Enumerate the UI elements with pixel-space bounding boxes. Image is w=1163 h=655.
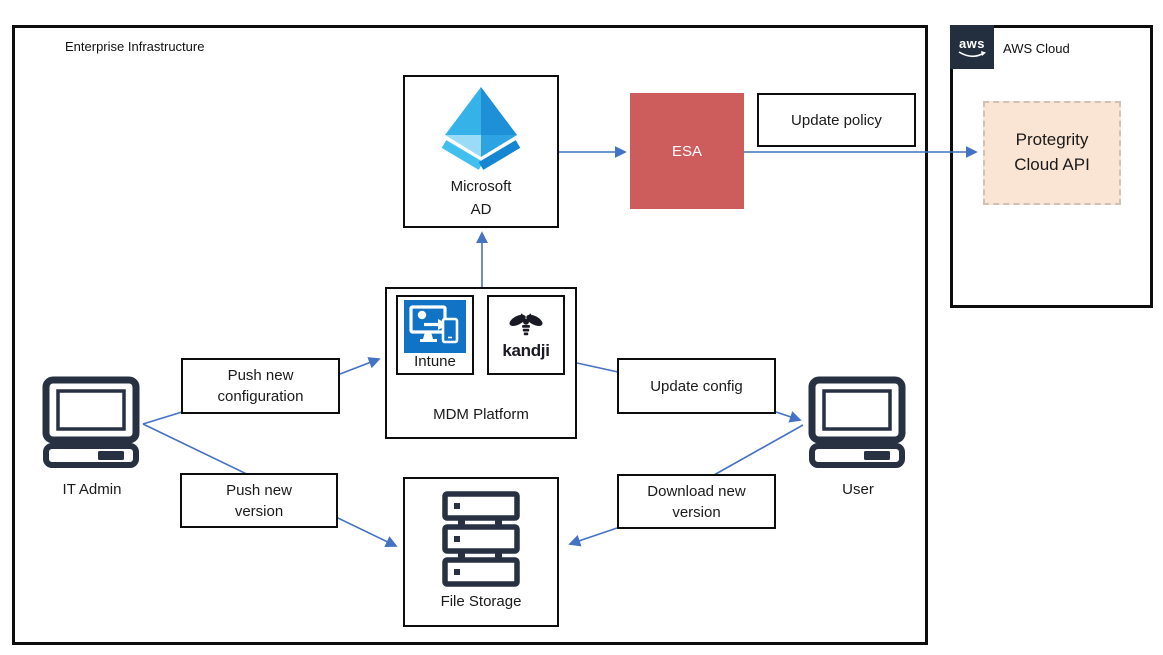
protegrity-label-line2: Cloud API bbox=[1014, 155, 1090, 174]
intune-node: Intune bbox=[396, 295, 474, 375]
microsoft-ad-node: Microsoft AD bbox=[403, 75, 559, 228]
push-new-version-label-box: Push new version bbox=[180, 473, 338, 528]
push-new-configuration-label-box: Push new configuration bbox=[181, 358, 340, 414]
aws-logo-text: aws bbox=[958, 35, 986, 51]
it-admin-label: IT Admin bbox=[62, 481, 122, 498]
esa-node: ESA bbox=[630, 93, 744, 209]
protegrity-cloud-api-node: Protegrity Cloud API bbox=[983, 101, 1121, 205]
update-config-label: Update config bbox=[650, 377, 743, 395]
download-version-line2: version bbox=[672, 503, 721, 521]
server-icon bbox=[442, 491, 520, 587]
user-label: User bbox=[842, 481, 874, 498]
kandji-bee-icon bbox=[509, 313, 543, 336]
push-version-line2: version bbox=[234, 502, 284, 520]
enterprise-label: Enterprise Infrastructure bbox=[65, 39, 205, 54]
protegrity-label-line1: Protegrity bbox=[1015, 130, 1089, 150]
update-policy-label-box: Update policy bbox=[757, 93, 916, 147]
file-storage-node: File Storage bbox=[403, 477, 559, 627]
aws-cloud-boundary: aws AWS Cloud Protegrity Cloud API bbox=[950, 25, 1153, 308]
download-version-line1: Download new bbox=[647, 482, 746, 500]
aws-cloud-label: AWS Cloud bbox=[1003, 41, 1070, 56]
push-version-line1: Push new bbox=[226, 481, 292, 499]
user-node bbox=[806, 376, 910, 473]
kandji-node: kandji bbox=[487, 295, 565, 375]
update-policy-label: Update policy bbox=[791, 111, 882, 129]
intune-label: Intune bbox=[414, 353, 456, 370]
computer-icon bbox=[808, 376, 906, 468]
kandji-label: kandji bbox=[502, 341, 550, 360]
esa-label: ESA bbox=[671, 142, 702, 160]
push-config-line2: configuration bbox=[217, 388, 304, 405]
mdm-platform-node: Intune kandji MDM Platform bbox=[385, 287, 577, 439]
update-config-label-box: Update config bbox=[617, 358, 776, 414]
microsoft-ad-label-line2: AD bbox=[470, 201, 492, 219]
aws-logo: aws bbox=[950, 25, 994, 69]
microsoft-ad-label-line1: Microsoft bbox=[450, 178, 512, 195]
aws-smile-icon bbox=[958, 50, 986, 57]
file-storage-label: File Storage bbox=[440, 593, 522, 610]
it-admin-node bbox=[40, 376, 144, 473]
intune-icon bbox=[404, 300, 466, 353]
computer-icon bbox=[42, 376, 140, 468]
mdm-platform-label: MDM Platform bbox=[433, 406, 529, 423]
download-new-version-label-box: Download new version bbox=[617, 474, 776, 529]
push-config-line1: Push new bbox=[227, 367, 294, 384]
azure-ad-icon bbox=[441, 87, 521, 170]
